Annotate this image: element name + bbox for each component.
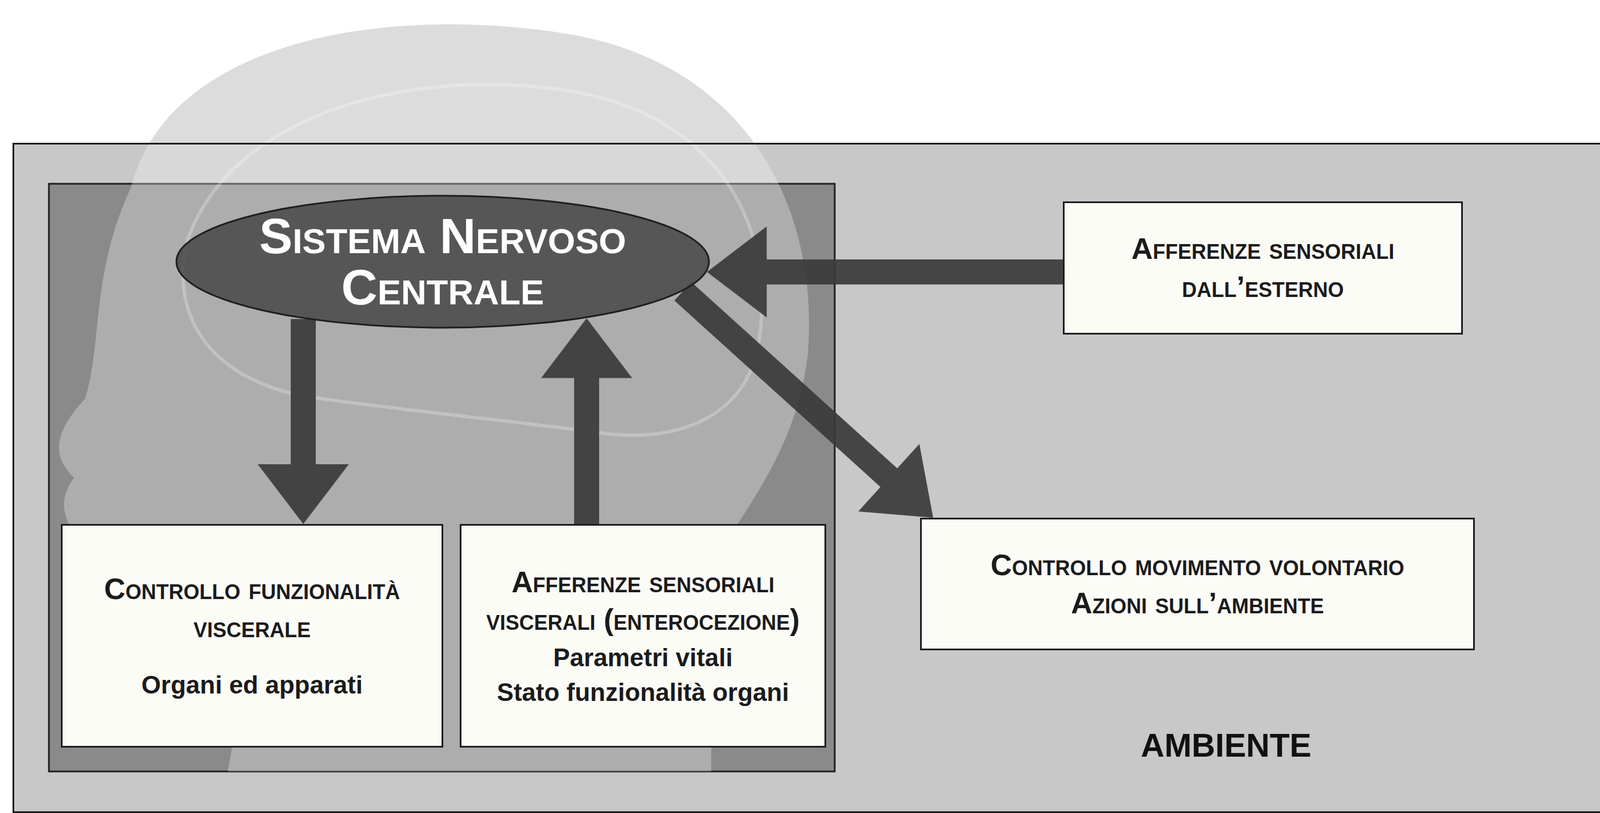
text-group: Afferenze sensoriali dall’esterno [1064, 203, 1462, 333]
ellipse-outline [176, 195, 709, 328]
label-text: Stato funzionalità organi [472, 675, 814, 709]
block-arrow [707, 226, 1064, 318]
text-group: Sistema Nervoso Centrale [175, 194, 711, 329]
cns-ellipse: Sistema Nervoso Centrale [175, 194, 711, 329]
heading-text: Afferenze sensoriali dall’esterno [1075, 229, 1450, 306]
head-silhouette [59, 24, 810, 144]
motor-control-box: Controllo movimento volontarioAzioni sul… [920, 517, 1475, 651]
label-text: Parametri vitali [472, 641, 814, 674]
block-arrow [541, 318, 633, 525]
heading-text: Controllo movimento volontario [933, 546, 1462, 585]
heading-text: Sistema Nervoso Centrale [220, 210, 665, 313]
text-group: Controllo movimento volontarioAzioni sul… [921, 519, 1474, 649]
environment-panel: AMBIENTESistema Nervoso CentraleAfferenz… [12, 142, 1600, 813]
visceral-control-box: Controllo funzionalità visceraleOrgani e… [60, 524, 444, 748]
interoception-box: Afferenze sensoriali viscerali (enteroce… [459, 524, 827, 748]
text-group: Afferenze sensoriali viscerali (enteroce… [461, 525, 825, 746]
input-box: Afferenze sensoriali dall’esterno [1062, 201, 1463, 335]
heading-text: Controllo funzionalità viscerale [73, 570, 431, 646]
block-arrow [674, 282, 934, 518]
block-arrow [257, 319, 349, 525]
heading-text: Afferenze sensoriali viscerali (enteroce… [472, 563, 814, 639]
text-group: AMBIENTE [1140, 726, 1312, 766]
label-text: Organi ed apparati [73, 668, 431, 701]
text-group: Controllo funzionalità visceraleOrgani e… [62, 525, 442, 746]
heading-text: Azioni sull’ambiente [933, 584, 1462, 623]
label-text: AMBIENTE [1140, 726, 1312, 766]
